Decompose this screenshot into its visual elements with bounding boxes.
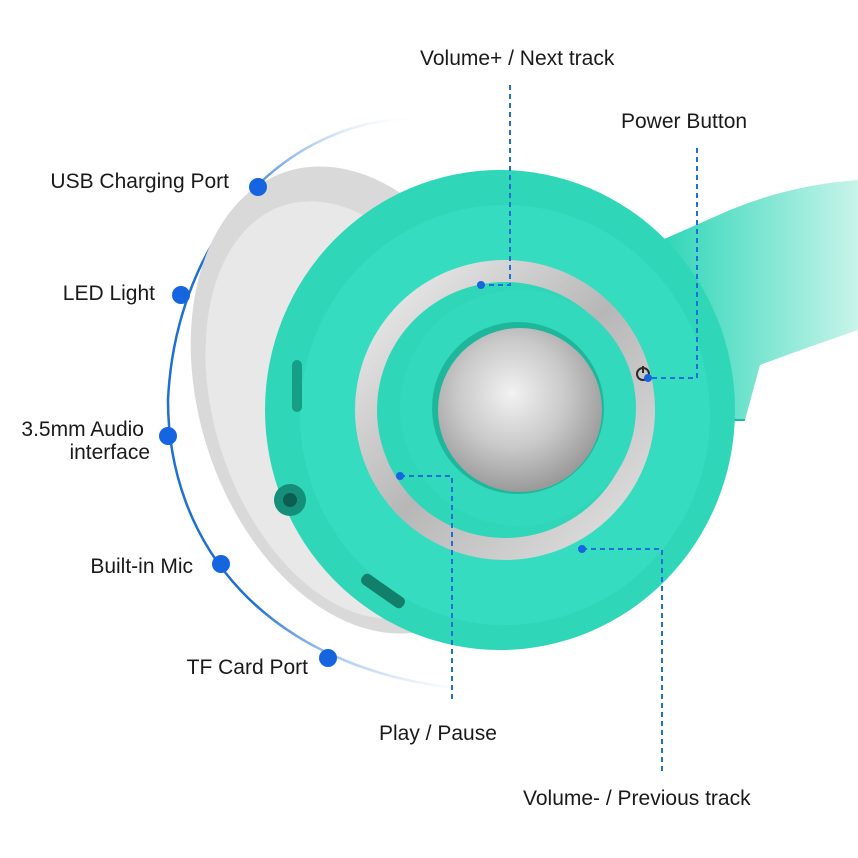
- power-icon: [636, 366, 650, 381]
- dot-audio-interface: [159, 427, 177, 445]
- label-audio-interface-line1: 3.5mm Audio: [21, 418, 144, 441]
- label-tf-card-port: TF Card Port: [186, 656, 308, 679]
- dot-usb-charging-port: [249, 178, 267, 196]
- dot-volume-up: [477, 281, 485, 289]
- leader-play-pause: [400, 475, 453, 700]
- leader-volume-up: [482, 85, 511, 286]
- metal-center-cap: [438, 328, 602, 492]
- label-play-pause: Play / Pause: [379, 722, 497, 745]
- label-audio-interface-line2: interface: [69, 441, 150, 464]
- dot-led-light: [172, 286, 190, 304]
- dot-play-pause: [396, 472, 404, 480]
- label-volume-down: Volume- / Previous track: [523, 787, 751, 810]
- label-built-in-mic: Built-in Mic: [90, 555, 193, 578]
- dot-built-in-mic: [212, 555, 230, 573]
- dot-power: [644, 374, 652, 382]
- tf-card-slot: [361, 573, 405, 609]
- label-usb-charging-port: USB Charging Port: [50, 170, 229, 193]
- label-power-button: Power Button: [621, 110, 748, 133]
- dot-tf-card-port: [319, 649, 337, 667]
- port-slot: [292, 360, 302, 412]
- dot-volume-down: [578, 545, 586, 553]
- leader-power: [648, 148, 698, 379]
- leader-lines: [400, 85, 698, 775]
- label-led-light: LED Light: [62, 282, 155, 305]
- label-volume-up: Volume+ / Next track: [420, 47, 615, 70]
- callout-arc: [166, 116, 471, 692]
